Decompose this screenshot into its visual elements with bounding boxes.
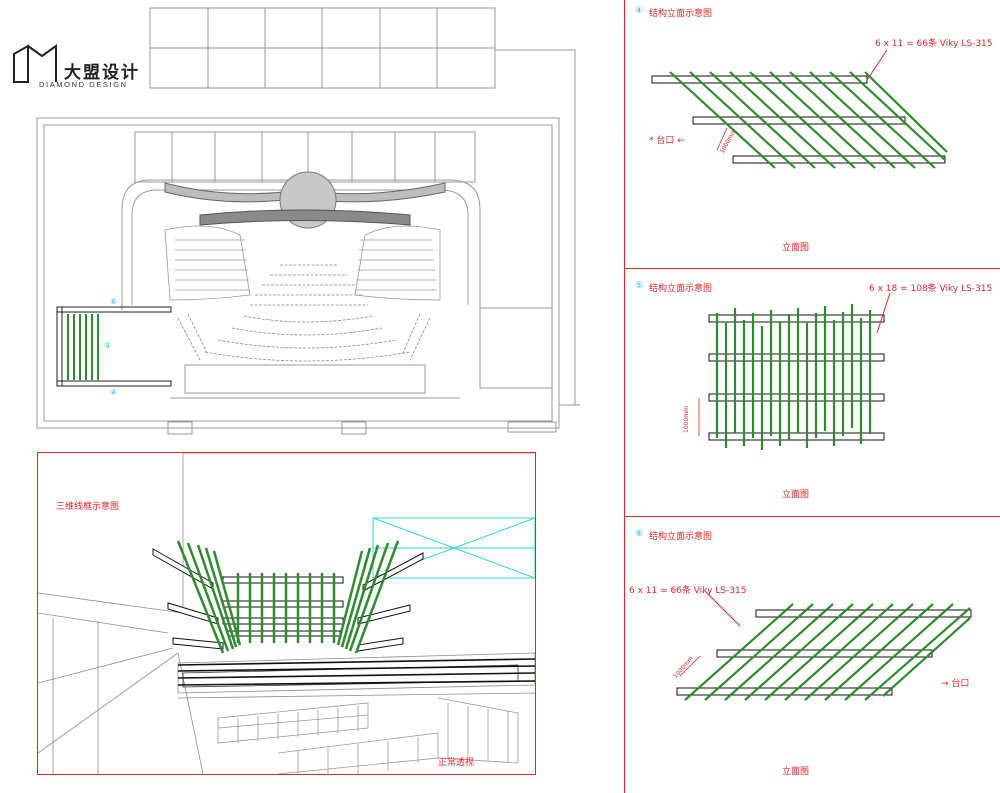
panel-4-number: ④ bbox=[635, 6, 644, 16]
wireframe-footer: 正常透视 bbox=[438, 758, 475, 768]
elevation-panel-4: ④ 结构立面示意图 6 x 11 = 66条 Viky LS-315 * 台口 … bbox=[625, 0, 1000, 269]
wireframe-title: 三维线框示意图 bbox=[56, 502, 120, 512]
plan-marker-4: ④ bbox=[110, 388, 118, 397]
logo: 大盟设计 DIAMOND DESIGN bbox=[12, 42, 142, 90]
elevation-panel-6: ⑥ 结构立面示意图 6 x 11 = 66条 Viky LS-315 → 台口 … bbox=[625, 516, 1000, 793]
plan-marker-6: ⑥ bbox=[110, 297, 118, 306]
logo-name-cn: 大盟设计 bbox=[64, 63, 140, 83]
logo-name-en: DIAMOND DESIGN bbox=[39, 80, 128, 89]
panel-6-number: ⑥ bbox=[635, 529, 644, 539]
panel-5-footer: 立面图 bbox=[782, 490, 810, 500]
panel-6-stage-label: → 台口 bbox=[941, 679, 970, 689]
wireframe-3d-view: 三维线框示意图 正常透视 bbox=[37, 452, 536, 775]
panel-5-dim: 1000mm bbox=[682, 406, 690, 433]
right-panels: ④ 结构立面示意图 6 x 11 = 66条 Viky LS-315 * 台口 … bbox=[624, 0, 1000, 793]
plan-marker-5: ⑤ bbox=[104, 341, 112, 350]
panel-4-spec: 6 x 11 = 66条 Viky LS-315 bbox=[875, 39, 993, 49]
panel-6-title: 结构立面示意图 bbox=[649, 532, 713, 542]
panel-5-title: 结构立面示意图 bbox=[649, 284, 713, 294]
panel-5-spec: 6 x 18 = 108条 Viky LS-315 bbox=[869, 284, 993, 294]
panel-4-footer: 立面图 bbox=[782, 243, 810, 253]
panel-5-number: ⑤ bbox=[635, 281, 644, 291]
logo-mark-icon bbox=[13, 44, 57, 83]
floor-plan: ⑥ ⑤ ④ bbox=[0, 0, 600, 440]
panel-6-footer: 立面图 bbox=[782, 767, 810, 777]
panel-4-title: 结构立面示意图 bbox=[649, 9, 713, 19]
panel-4-stage-label: * 台口 ← bbox=[649, 136, 685, 146]
panel-6-spec: 6 x 11 = 66条 Viky LS-315 bbox=[629, 586, 747, 596]
elevation-panel-5: ⑤ 结构立面示意图 6 x 18 = 108条 Viky LS-315 1000… bbox=[625, 268, 1000, 517]
